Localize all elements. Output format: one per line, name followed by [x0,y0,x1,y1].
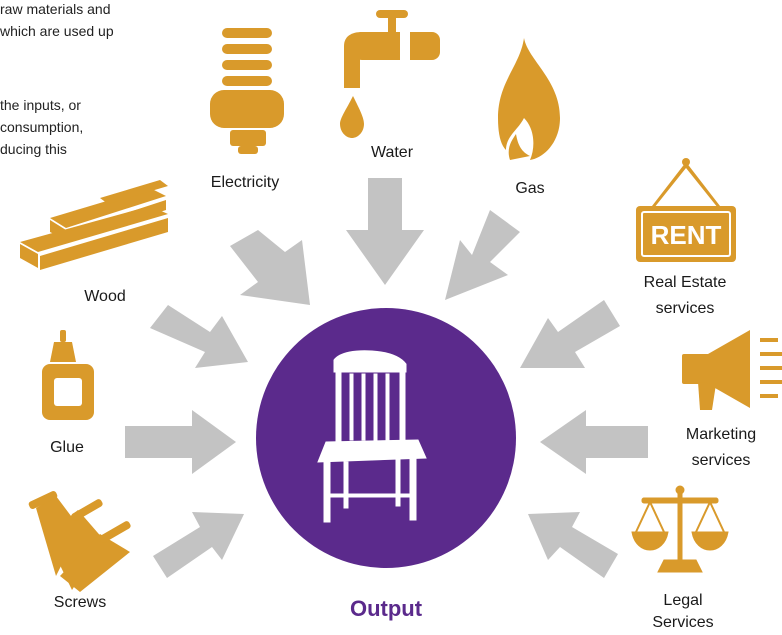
marketing-label-line2: services [691,452,751,469]
arrow-glue [125,410,236,474]
real-estate-label-line1: Real Estate [643,274,727,291]
light-bulb-icon [210,28,284,154]
arrow-electricity [230,230,310,305]
rent-sign-icon [636,158,736,262]
note-line-1: raw materials and [0,1,111,17]
screws-label: Screws [53,594,107,611]
arrow-gas [445,210,520,300]
note-line-3: the inputs, or [0,97,81,113]
glue-bottle-icon [42,330,94,420]
glue-label: Glue [50,439,84,456]
arrow-screws [153,512,244,578]
wood-planks-icon [20,180,168,270]
gas-label: Gas [515,180,545,197]
legal-label-line2: Services [652,614,714,631]
chair-icon [317,350,427,523]
real-estate-label-line2: services [655,300,715,317]
scales-of-justice-icon [631,485,729,573]
electricity-label: Electricity [210,174,280,191]
water-tap-icon [340,10,440,138]
arrow-legal [528,512,618,578]
gas-flame-icon [498,38,560,160]
rent-sign-text: RENT [651,220,722,250]
arrow-real-estate [520,300,620,368]
legal-label-line1: Legal [663,592,703,609]
note-line-2: which are used up [0,23,114,39]
output-label: Output [349,596,423,621]
water-label: Water [370,144,414,161]
megaphone-icon [682,330,782,410]
marketing-label-line1: Marketing [685,426,757,443]
arrow-wood [150,305,248,368]
arrow-marketing [540,410,648,474]
arrow-water [346,178,424,285]
wood-label: Wood [84,288,126,305]
note-line-5: ducing this [0,141,67,157]
note-line-4: consumption, [0,119,84,135]
screws-icon [28,491,131,592]
